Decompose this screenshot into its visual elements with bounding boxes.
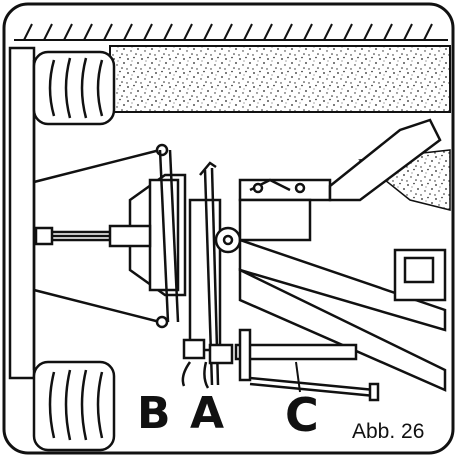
callout-lines [295,361,301,393]
callout-label-b: B [137,388,171,439]
callout-label-c: C [285,388,319,442]
gravel-strip [109,45,451,113]
figure-caption: Abb. 26 [352,420,425,443]
vertical-links [181,161,234,389]
implement-frame [214,118,447,392]
support-stand [234,328,380,402]
rear-wheel-bottom [32,360,116,452]
tractor-body [8,46,36,380]
callout-label-a: A [190,388,225,439]
rear-wheel-top [32,50,116,126]
pto-gearbox [108,149,187,323]
ground-hatch [14,23,448,41]
